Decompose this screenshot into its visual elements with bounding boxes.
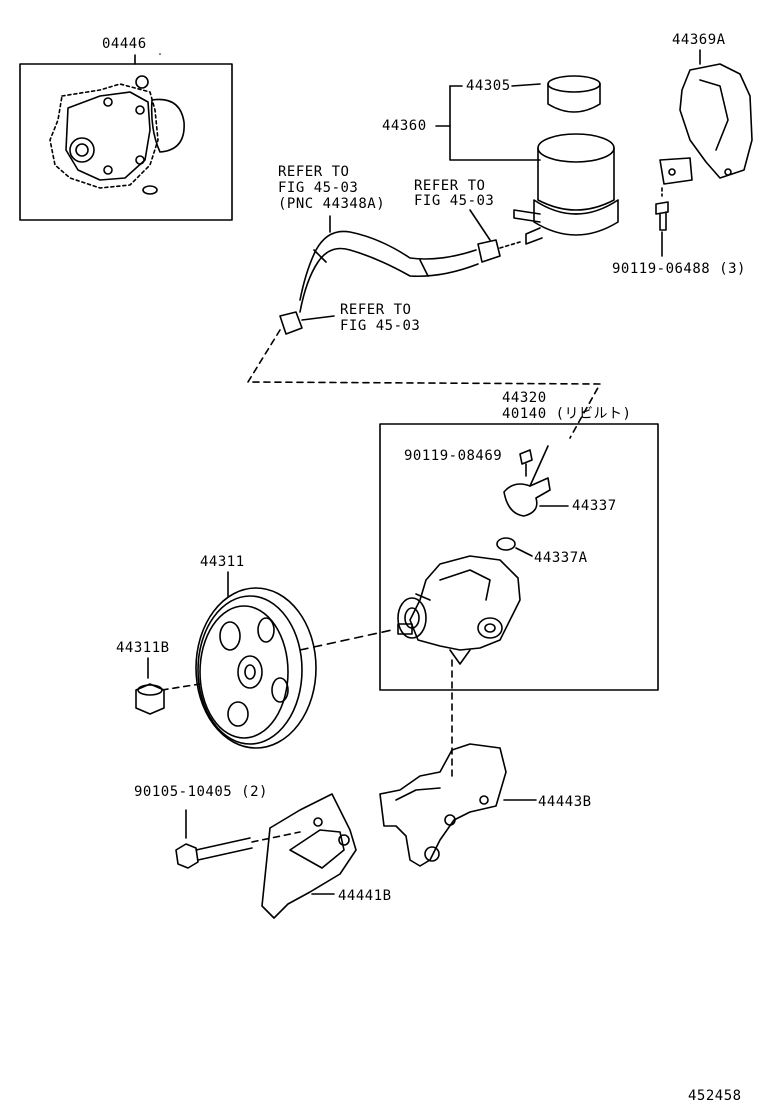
part-44441B-label: 44441B	[338, 888, 392, 904]
return-hose	[299, 209, 521, 313]
refer-note-2-line1: REFER TO	[414, 178, 486, 194]
mounting-brackets	[261, 659, 537, 919]
part-44443B-label: 44443B	[538, 794, 592, 810]
pulley-nut	[135, 657, 165, 715]
refer-note-3-line2: FIG 45-03	[340, 318, 421, 334]
part-44337-label: 44337	[572, 498, 617, 514]
refer-note-1-line1: REFER TO	[278, 164, 350, 180]
gasket-kit-box	[19, 54, 233, 221]
part-44311-label: 44311	[200, 554, 245, 570]
reservoir-bracket	[655, 49, 753, 257]
part-44337A-label: 44337A	[534, 550, 588, 566]
pulley	[161, 571, 393, 749]
part-44320-label: 44320	[502, 390, 547, 406]
part-04446-label: 04446	[102, 36, 147, 52]
part-44311B-label: 44311B	[116, 640, 170, 656]
part-44369A-label: 44369A	[672, 32, 726, 48]
refer-note-2-line2: FIG 45-03	[414, 193, 495, 209]
reservoir-assembly	[435, 75, 619, 245]
pump-box	[379, 423, 659, 691]
part-44305-label: 44305	[466, 78, 511, 94]
part-44360-label: 44360	[382, 118, 427, 134]
bolt-90119-08469-label: 90119-08469	[404, 448, 503, 464]
union-fitting	[496, 449, 569, 557]
bolt-90119-06488-label: 90119-06488 (3)	[612, 261, 746, 277]
refer-note-1-line2: FIG 45-03	[278, 180, 359, 196]
part-40140-label: 40140 (リビルト)	[502, 406, 632, 422]
refer-note-3-line1: REFER TO	[340, 302, 412, 318]
long-bolt	[175, 809, 301, 869]
refer-note-1-line3: (PNC 44348A)	[278, 196, 386, 212]
bolt-90105-10405-label: 90105-10405 (2)	[134, 784, 268, 800]
hose-clamp	[247, 311, 601, 439]
pump-body	[397, 555, 521, 665]
diagram-id: 452458	[688, 1088, 742, 1104]
